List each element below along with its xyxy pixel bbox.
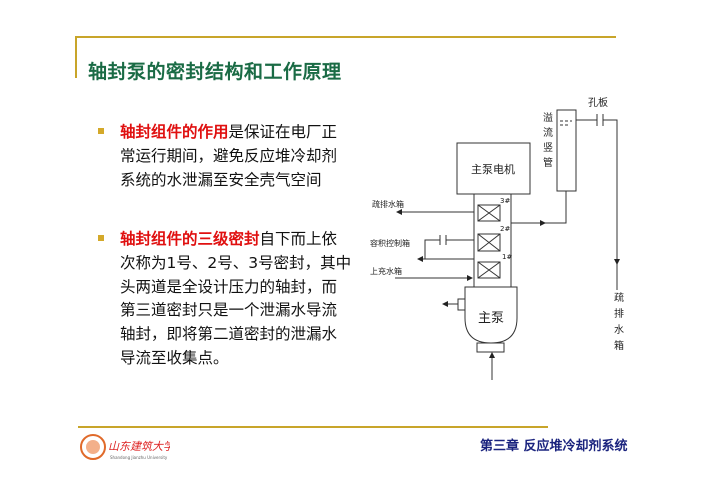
bullet-2-text: 自下而上依次称为1号、2号、3号密封，其中头两道是全设计压力的轴封，而第三道密封…: [120, 230, 352, 367]
pump-label: 主泵: [478, 311, 504, 326]
bullet-1: 轴封组件的作用是保证在电厂正常运行期间，避免反应堆冷却剂系统的水泄漏至安全壳气空…: [120, 121, 352, 192]
bullet-icon: [98, 235, 104, 241]
bullet-icon: [98, 128, 104, 134]
motor-label: 主泵电机: [471, 162, 515, 176]
bottom-rule: [78, 426, 548, 428]
pump-bottom: [476, 342, 505, 353]
standpipe-label: 溢流竖管: [541, 111, 553, 172]
pump-nozzle: [457, 298, 466, 311]
standpipe-water-level: [560, 120, 572, 126]
bullet-1-highlight: 轴封组件的作用: [120, 123, 229, 141]
seal-2: [477, 233, 501, 252]
seal-1: [477, 261, 501, 279]
svg-text:山东建筑大学: 山东建筑大学: [108, 440, 170, 453]
svg-text:Shandong Jianzhu University: Shandong Jianzhu University: [110, 455, 168, 460]
seal-3: [477, 204, 501, 222]
standpipe: [556, 109, 577, 192]
seal-2-label: 2#: [500, 225, 510, 233]
top-rule: [75, 36, 616, 38]
drain-tank-left-label: 疏排水箱: [372, 199, 404, 209]
head-tank-label: 上充水箱: [370, 266, 402, 276]
seal2-leakoff-line: [511, 191, 567, 224]
orifice-label: 孔板: [588, 96, 608, 109]
seal-1-label: 1#: [502, 253, 512, 261]
drain-tank-right-label: 疏排水箱: [612, 291, 624, 356]
chapter-label: 第三章 反应堆冷却剂系统: [480, 439, 628, 454]
bullet-1-text: 是保证在电厂正常运行期间，避免反应堆冷却剂系统的水泄漏至安全壳气空间: [120, 123, 338, 189]
seal-3-label: 3#: [500, 197, 510, 205]
vct-label: 容积控制箱: [370, 238, 410, 248]
bullet-2: 轴封组件的三级密封自下而上依次称为1号、2号、3号密封，其中头两道是全设计压力的…: [120, 228, 352, 371]
slide-title: 轴封泵的密封结构和工作原理: [88, 61, 342, 83]
left-rule: [75, 36, 77, 78]
bullet-2-highlight: 轴封组件的三级密封: [120, 230, 260, 248]
university-emblem-icon: 山东建筑大学 Shandong Jianzhu University: [80, 434, 176, 460]
orifice-drain-line: [576, 114, 618, 290]
university-logo: 山东建筑大学 Shandong Jianzhu University: [80, 433, 176, 465]
vct-orifice-line: [424, 235, 474, 259]
